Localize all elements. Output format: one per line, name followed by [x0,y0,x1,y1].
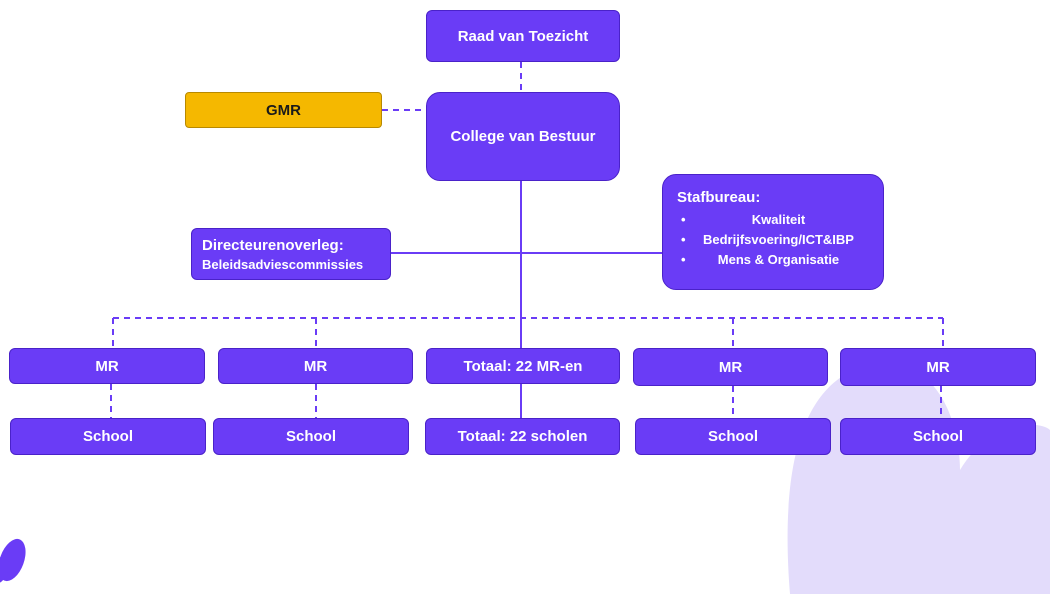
gmr-box: GMR [185,92,382,128]
mr-box: MR [218,348,413,384]
school-box: School [213,418,409,455]
mr-box: MR [633,348,828,386]
stafbureau-title: Stafbureau: [677,189,761,206]
mr-total-box: Totaal: 22 MR-en [426,348,620,384]
school-label: School [707,428,758,445]
school-label: School [82,428,133,445]
mr-box: MR [840,348,1036,386]
mr-label: MR [303,357,328,375]
school-total-label: Totaal: 22 scholen [457,428,588,445]
school-box: School [10,418,206,455]
mr-box: MR [9,348,205,384]
directeurenoverleg-subtitle: Beleidsadviescommissies [202,256,364,272]
mr-label: MR [95,357,119,375]
mr-label: MR [718,358,743,376]
raad-van-toezicht-label: Raad van Toezicht [457,27,589,45]
stafbureau-item: Mens & Organisatie [677,250,854,270]
stafbureau-box: Stafbureau: Kwaliteit Bedrijfsvoering/IC… [662,174,884,290]
stafbureau-list: Kwaliteit Bedrijfsvoering/ICT&IBP Mens &… [677,210,854,270]
college-van-bestuur-label: College van Bestuur [450,128,596,145]
stafbureau-item: Kwaliteit [677,210,854,230]
directeurenoverleg-title: Directeurenoverleg: [202,236,344,254]
raad-van-toezicht-box: Raad van Toezicht [426,10,620,62]
mr-total-label: Totaal: 22 MR-en [463,357,583,375]
directeurenoverleg-box: Directeurenoverleg: Beleidsadviescommiss… [191,228,391,280]
gmr-label: GMR [266,101,301,119]
school-label: School [912,428,963,445]
mr-label: MR [926,358,950,376]
school-box: School [635,418,831,455]
logo-mark [0,538,26,584]
school-box: School [840,418,1036,455]
school-total-box: Totaal: 22 scholen [425,418,620,455]
stafbureau-item: Bedrijfsvoering/ICT&IBP [677,230,854,250]
college-van-bestuur-box: College van Bestuur [426,92,620,181]
school-label: School [285,428,336,445]
